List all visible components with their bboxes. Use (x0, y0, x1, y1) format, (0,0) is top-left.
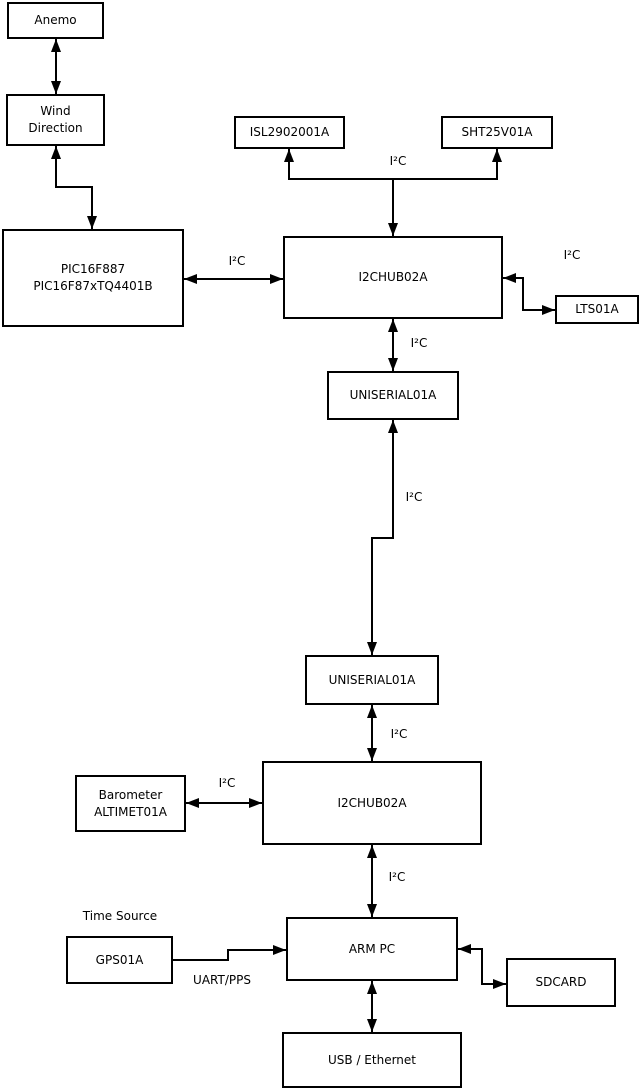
label-i2c-sensor-bus: I²C (389, 154, 407, 168)
node-pic-line1: PIC16F887 (60, 262, 126, 276)
edge-pic-hub1 (184, 274, 283, 284)
node-uniserial01a-upper: UNISERIAL01A (327, 371, 459, 420)
label-i2c-uniserial-link: I²C (405, 490, 423, 504)
label-i2c-pic-hub1: I²C (228, 254, 246, 268)
label-uart-pps: UART/PPS (193, 973, 251, 987)
node-sdcard: SDCARD (506, 958, 616, 1007)
edge-armpc-usb (367, 981, 377, 1032)
node-lts01a: LTS01A (555, 295, 639, 324)
node-i2chub02a-upper: I2CHUB02A (283, 236, 503, 319)
node-i2chub02a-lower: I2CHUB02A (262, 761, 482, 845)
edge-hub1-lts (503, 273, 555, 315)
edge-hub1-uniserial1 (388, 319, 398, 371)
node-arm-pc: ARM PC (286, 917, 458, 981)
label-i2c-hub1-lts: I²C (563, 248, 581, 262)
node-usb-ethernet-label: USB / Ethernet (328, 1052, 416, 1067)
node-wind-direction: Wind Direction (6, 94, 105, 146)
edge-armpc-sdcard (458, 944, 506, 989)
node-wind-direction-line1: Wind (40, 104, 71, 118)
edge-hub1-isl-sht (284, 149, 502, 236)
node-isl2902001a-label: ISL2902001A (249, 125, 330, 139)
label-i2c-hub2-armpc: I²C (388, 870, 406, 884)
edge-barometer-hub2 (186, 798, 262, 808)
node-uniserial01a-upper-label: UNISERIAL01A (349, 388, 437, 402)
node-barometer-line1: Barometer (98, 787, 163, 802)
node-arm-pc-label: ARM PC (348, 941, 396, 956)
node-anemo: Anemo (7, 2, 104, 39)
node-i2chub02a-lower-label: I2CHUB02A (337, 795, 407, 810)
label-time-source: Time Source (82, 909, 158, 923)
node-anemo-label: Anemo (34, 13, 77, 27)
node-lts01a-label: LTS01A (575, 302, 619, 316)
node-i2chub02a-upper-label: I2CHUB02A (358, 270, 428, 284)
node-gps01a: GPS01A (66, 936, 173, 984)
node-sdcard-label: SDCARD (535, 975, 587, 989)
node-pic-line2: PIC16F87xTQ4401B (33, 279, 153, 293)
label-i2c-barometer-hub2: I²C (218, 776, 236, 790)
node-isl2902001a: ISL2902001A (234, 116, 345, 149)
node-sht25v01a-label: SHT25V01A (461, 125, 533, 139)
label-i2c-hub1-uniserial1: I²C (410, 336, 428, 350)
node-barometer-line2: ALTIMET01A (94, 804, 167, 819)
node-usb-ethernet: USB / Ethernet (282, 1032, 462, 1088)
edge-hub2-armpc (367, 845, 377, 917)
node-uniserial01a-lower-label: UNISERIAL01A (328, 672, 416, 687)
node-pic-microcontroller: PIC16F887 PIC16F87xTQ4401B (2, 229, 184, 327)
node-uniserial01a-lower: UNISERIAL01A (305, 655, 439, 705)
node-wind-direction-line2: Direction (28, 121, 83, 135)
edge-gps-armpc (173, 945, 286, 961)
label-i2c-uniserial2-hub2: I²C (390, 727, 408, 741)
edge-uniserial1-uniserial2 (367, 420, 398, 655)
edge-uniserial2-hub2 (367, 705, 377, 761)
edge-anemo-wind (51, 39, 61, 94)
node-sht25v01a: SHT25V01A (441, 116, 553, 149)
node-barometer-altimet01a: Barometer ALTIMET01A (75, 775, 186, 832)
edge-wind-pic (51, 146, 97, 229)
node-gps01a-label: GPS01A (95, 952, 144, 967)
